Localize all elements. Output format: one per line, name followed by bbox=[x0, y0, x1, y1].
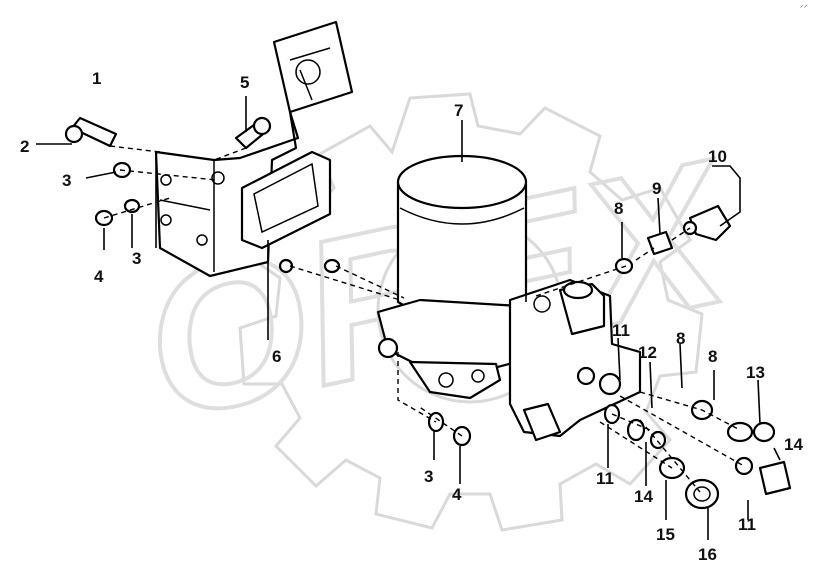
callout-8: 8 bbox=[676, 329, 685, 348]
callout-3: 3 bbox=[424, 467, 433, 486]
callout-5: 5 bbox=[240, 73, 249, 92]
callout-14: 14 bbox=[784, 435, 803, 454]
callout-3: 3 bbox=[62, 171, 71, 190]
leader-lines bbox=[36, 96, 781, 540]
callout-4: 4 bbox=[94, 267, 104, 286]
callout-9: 9 bbox=[652, 179, 661, 198]
callout-11: 11 bbox=[612, 321, 630, 340]
corner-mark: ᐟᐟ bbox=[800, 3, 808, 13]
callout-8: 8 bbox=[614, 199, 623, 218]
callout-12: 12 bbox=[638, 343, 657, 362]
callout-15: 15 bbox=[656, 525, 675, 544]
callout-6: 6 bbox=[272, 347, 281, 366]
callout-4: 4 bbox=[452, 485, 462, 504]
callout-11: 11 bbox=[596, 469, 614, 488]
callout-13: 13 bbox=[746, 363, 765, 382]
callout-11: 11 bbox=[738, 515, 756, 534]
gasket-plate bbox=[240, 150, 332, 250]
callout-7: 7 bbox=[454, 101, 463, 120]
callout-labels: 1 2 3 3 3 4 4 5 6 7 8 8 8 9 10 11 11 11 … bbox=[20, 69, 803, 564]
callout-10: 10 bbox=[708, 147, 727, 166]
callout-16: 16 bbox=[698, 545, 717, 564]
callout-3: 3 bbox=[132, 249, 141, 268]
air-dryer-body bbox=[376, 154, 550, 400]
callout-8: 8 bbox=[708, 347, 717, 366]
valve-block bbox=[508, 278, 642, 442]
callout-2: 2 bbox=[20, 137, 29, 156]
screw-part-5 bbox=[234, 116, 272, 150]
assembly-lines bbox=[103, 145, 745, 493]
callout-14: 14 bbox=[634, 487, 653, 506]
callout-1: 1 bbox=[92, 69, 101, 88]
bolt-part-2 bbox=[64, 116, 118, 148]
